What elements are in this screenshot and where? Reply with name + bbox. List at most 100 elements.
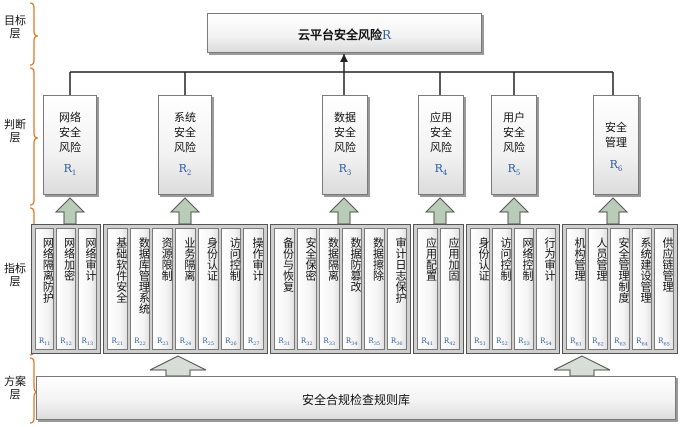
indicator-label: R32	[298, 337, 317, 347]
indicator-text: 机构管理	[573, 237, 586, 281]
indicator-text: 数据隔离	[326, 237, 340, 281]
indicator-label-letter: R	[111, 336, 117, 345]
indicator-text: 数据库管理系统	[137, 237, 151, 314]
indicator-label: R65	[655, 337, 673, 347]
indicator-label-letter: R	[443, 336, 450, 345]
indicator-item: 数据防篡改 R34	[341, 228, 362, 350]
indicator-label: R41	[418, 337, 437, 347]
indicator-text: 安全管理制度	[617, 237, 630, 303]
indicator-label: R22	[131, 337, 150, 347]
indicator-label-letter: R	[323, 336, 329, 345]
indicator-label: R34	[343, 337, 362, 347]
indicator-label-letter: R	[60, 336, 66, 345]
indicator-label-sub: 33	[328, 341, 336, 347]
indicator-text: 安全保密	[304, 237, 317, 281]
indicator-text: 身份认证	[477, 237, 490, 281]
indicator-label-letter: R	[540, 336, 546, 345]
judgment-text: 用户 安全 风险	[503, 111, 525, 154]
indicator-label-sub: 35	[373, 341, 381, 347]
goal-text: 云平台安全风险	[297, 28, 382, 42]
indicator-label-sub: 12	[65, 341, 72, 347]
indicator-label-letter: R	[156, 336, 163, 345]
indicator-label-sub: 63	[619, 341, 626, 347]
indicator-text: 基础软件安全	[114, 237, 128, 303]
indicator-label-sub: 11	[44, 341, 51, 347]
judgment-text: 应用 安全 风险	[430, 111, 452, 154]
indicator-label-sub: 62	[597, 341, 604, 347]
indicator-label: R27	[244, 337, 263, 347]
judgment-label: R	[178, 162, 187, 175]
judgment-sub: 1	[71, 169, 77, 178]
indicator-item: 数据库管理系统 R22	[129, 228, 151, 350]
indicator-label-sub: 64	[641, 341, 648, 347]
indicator-text: 应用配置	[424, 237, 438, 281]
indicator-label: R61	[567, 337, 585, 347]
judgment-text: 安全 管理	[605, 121, 627, 149]
indicator-label-letter: R	[368, 336, 374, 345]
indicator-label: R23	[153, 337, 172, 347]
indicator-label-sub: 42	[449, 341, 456, 347]
layer-label-judgment: 判断层	[4, 118, 26, 144]
indicator-label: R64	[633, 337, 651, 347]
indicator-item: 网络审计 R13	[77, 228, 97, 350]
indicator-label: R12	[57, 337, 74, 347]
judgment-sub: 5	[515, 169, 521, 178]
judgment-box-2: 系统 安全 风险 R2	[158, 95, 212, 195]
indicator-label: R42	[441, 337, 460, 347]
indicator-label-letter: R	[421, 336, 427, 345]
indicator-label-sub: 51	[479, 341, 486, 347]
judgment-box-6: 安全 管理 R6	[593, 95, 639, 195]
indicator-label-letter: R	[202, 336, 208, 345]
indicator-label: R54	[537, 337, 555, 347]
indicator-label-letter: R	[300, 336, 307, 345]
indicator-label-letter: R	[570, 336, 576, 345]
indicator-text: 数据擦除	[371, 237, 385, 281]
indicator-label: R11	[36, 337, 53, 347]
indicator-label: R36	[388, 337, 407, 347]
indicator-label: R33	[320, 337, 339, 347]
indicator-text: 业务隔离	[182, 237, 196, 281]
indicator-label-letter: R	[134, 336, 140, 345]
judgment-sub: 6	[617, 165, 623, 174]
indicator-label: R31	[275, 337, 294, 347]
indicator-text: 访问控制	[499, 237, 512, 281]
indicator-text: 行为审计	[543, 237, 556, 281]
judgment-text: 系统 安全 风险	[174, 111, 196, 154]
indicator-label: R13	[79, 337, 96, 347]
indicator-label-letter: R	[38, 336, 45, 345]
indicator-label-sub: 25	[207, 341, 215, 347]
indicator-text: 应用加固	[447, 237, 460, 281]
indicator-label-sub: 34	[351, 341, 358, 347]
indicator-label-sub: 61	[575, 341, 582, 347]
indicator-label-letter: R	[496, 336, 502, 345]
judgment-label: R	[63, 162, 72, 175]
indicator-label-sub: 54	[545, 341, 552, 347]
layer-label-indicator: 指标层	[4, 262, 26, 288]
indicator-text: 数据防篡改	[349, 237, 362, 292]
indicator-item: 网络加密 R12	[56, 228, 76, 350]
indicator-text: 网络审计	[83, 237, 97, 281]
indicator-label-letter: R	[658, 336, 664, 345]
judgment-sub: 2	[186, 169, 192, 178]
layer-label-scheme: 方案层	[4, 375, 26, 401]
indicator-label: R24	[176, 337, 195, 347]
judgment-sub: 4	[442, 169, 448, 178]
indicator-label-letter: R	[247, 336, 254, 345]
layer-label-goal: 目标层	[4, 14, 26, 40]
indicator-text: 网络加密	[62, 237, 76, 281]
indicator-label-sub: 24	[184, 341, 192, 347]
